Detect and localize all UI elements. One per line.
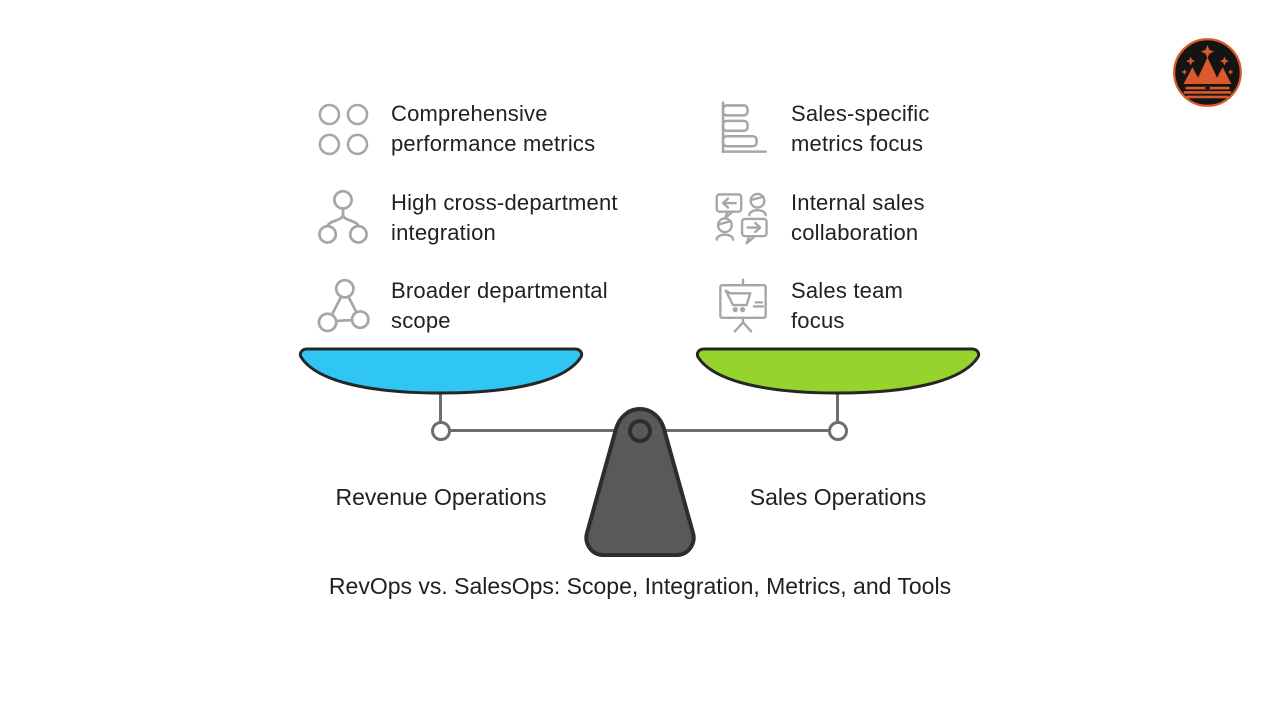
feature-line: Comprehensive [391, 101, 548, 126]
diagram-title: RevOps vs. SalesOps: Scope, Integration,… [328, 573, 952, 599]
left-pan-connector [439, 392, 442, 423]
feature-line: performance metrics [391, 131, 596, 156]
left-scale-pan [298, 347, 584, 395]
feature-text: Comprehensive performance metrics [391, 99, 595, 159]
feature-line: metrics focus [791, 131, 924, 156]
right-pivot-joint [828, 421, 848, 441]
feature-text: Internal sales collaboration [791, 188, 925, 248]
feature-item-comprehensive-metrics: Comprehensive performance metrics [313, 98, 595, 160]
feature-text: High cross-department integration [391, 188, 618, 248]
feature-line: integration [391, 220, 496, 245]
scale-fulcrum [584, 406, 696, 557]
feature-text: Sales-specific metrics focus [791, 99, 930, 159]
feature-line: focus [791, 308, 845, 333]
feature-text: Broader departmental scope [391, 276, 608, 336]
four-circles-icon [313, 98, 373, 160]
feature-line: Broader departmental [391, 278, 608, 303]
feature-item-cross-department: High cross-department integration [313, 187, 618, 249]
left-pivot-joint [431, 421, 451, 441]
feature-item-sales-team-focus: Sales team focus [713, 275, 903, 337]
feature-line: Sales team [791, 278, 904, 303]
right-side-label: Sales Operations [749, 484, 927, 510]
feature-line: High cross-department [391, 190, 618, 215]
feature-line: collaboration [791, 220, 919, 245]
network-triangle-icon [313, 275, 373, 337]
right-scale-pan [695, 347, 981, 395]
feature-line: Internal sales [791, 190, 925, 215]
crown-mountain-logo [1172, 37, 1243, 108]
left-side-label: Revenue Operations [335, 484, 547, 510]
feature-item-departmental-scope: Broader departmental scope [313, 275, 608, 337]
horizontal-bar-chart-icon [713, 98, 773, 160]
presentation-cart-icon [713, 275, 773, 337]
feature-line: scope [391, 308, 451, 333]
chat-collaboration-icon [713, 187, 773, 249]
right-pan-connector [836, 392, 839, 423]
feature-line: Sales-specific [791, 101, 930, 126]
feature-item-internal-collaboration: Internal sales collaboration [713, 187, 925, 249]
feature-text: Sales team focus [791, 276, 903, 336]
org-hierarchy-icon [313, 187, 373, 249]
feature-item-sales-metrics: Sales-specific metrics focus [713, 98, 930, 160]
